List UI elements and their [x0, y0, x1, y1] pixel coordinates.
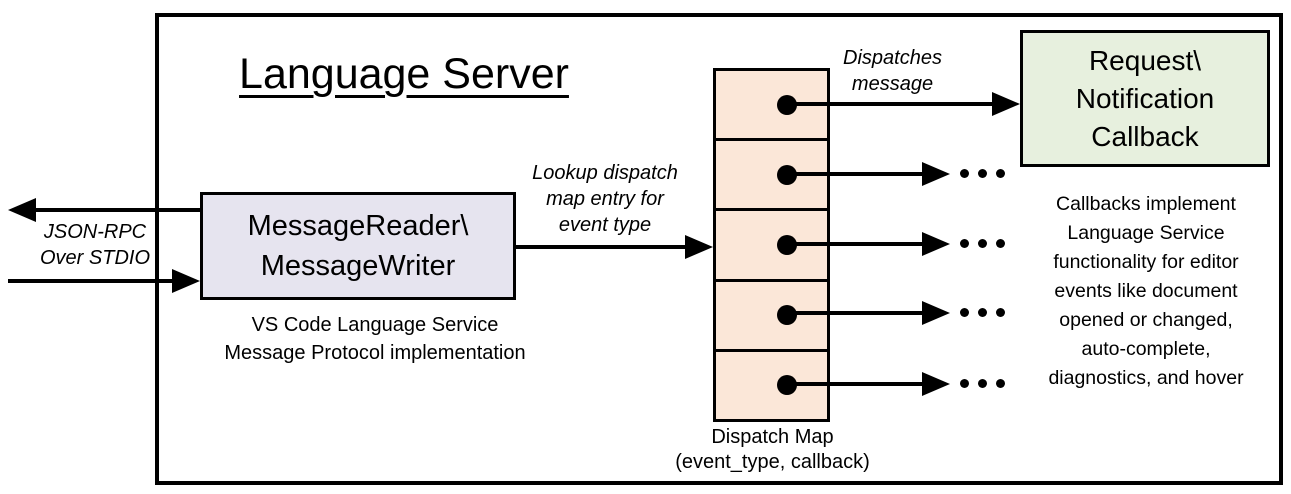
- stdio-label: JSON-RPC Over STDIO: [25, 219, 165, 271]
- lookup-arrowhead-icon: [685, 235, 713, 259]
- callback-caption-line1: Callbacks implement: [1056, 193, 1236, 215]
- ellipsis-icon: [960, 308, 1005, 317]
- dispatch-map-entry: [716, 71, 827, 142]
- callback-caption-line7: diagnostics, and hover: [1048, 367, 1244, 389]
- dispatch-arrowhead-icon: [992, 92, 1020, 116]
- callback-caption-line5: opened or changed,: [1059, 309, 1233, 331]
- request-notification-callback-box: Request\ Notification Callback: [1020, 30, 1270, 167]
- lookup-label-line2: map entry for: [546, 188, 664, 210]
- dispatch-arrow-line: [787, 311, 924, 315]
- dispatch-arrowhead-icon: [922, 232, 950, 256]
- lookup-arrow-line: [516, 245, 686, 249]
- reader-box-line2: MessageWriter: [260, 250, 456, 282]
- stdio-outbound-arrow-line: [34, 208, 200, 212]
- map-caption-line2: (event_type, callback): [675, 451, 870, 473]
- stdio-label-line1: JSON-RPC: [43, 221, 147, 243]
- callback-caption: Callbacks implement Language Service fun…: [1012, 190, 1280, 393]
- ellipsis-icon: [960, 169, 1005, 178]
- dispatch-map-entry: [716, 211, 827, 282]
- map-entry-dot-icon: [777, 305, 797, 326]
- stdio-inbound-arrowhead-icon: [172, 269, 200, 293]
- ellipsis-icon: [960, 379, 1005, 388]
- dispatch-map-entry: [716, 282, 827, 352]
- callback-caption-line2: Language Service: [1067, 222, 1225, 244]
- lookup-label: Lookup dispatch map entry for event type: [515, 160, 695, 238]
- dispatches-label-line1: Dispatches: [843, 47, 942, 69]
- lookup-label-line1: Lookup dispatch: [532, 162, 678, 184]
- reader-box-line1: MessageReader\: [247, 210, 469, 242]
- dispatch-arrow-line: [787, 242, 924, 246]
- callback-caption-line6: auto-complete,: [1081, 338, 1211, 360]
- stdio-label-line2: Over STDIO: [39, 247, 150, 269]
- message-reader-writer-box: MessageReader\ MessageWriter: [200, 192, 516, 300]
- dispatch-arrowhead-icon: [922, 301, 950, 325]
- reader-caption-line2: Message Protocol implementation: [224, 342, 526, 364]
- dispatches-label-line2: message: [851, 73, 934, 95]
- callback-caption-line3: functionality for editor: [1053, 251, 1239, 273]
- stdio-inbound-arrow-line: [8, 279, 174, 283]
- map-caption-line1: Dispatch Map: [711, 426, 834, 448]
- dispatch-arrowhead-icon: [922, 162, 950, 186]
- callback-box-line3: Callback: [1091, 120, 1199, 152]
- stdio-outbound-arrowhead-icon: [8, 198, 36, 222]
- dispatch-arrow-line: [787, 172, 924, 176]
- reader-caption-line1: VS Code Language Service: [251, 314, 499, 336]
- ellipsis-icon: [960, 239, 1005, 248]
- dispatch-map-caption: Dispatch Map (event_type, callback): [650, 425, 895, 475]
- dispatch-arrowhead-icon: [922, 372, 950, 396]
- callback-box-line2: Notification: [1075, 82, 1215, 114]
- diagram-title: Language Server: [239, 50, 569, 98]
- dispatch-arrow-line: [787, 382, 924, 386]
- dispatch-arrow-line: [787, 102, 992, 106]
- callback-caption-line4: events like document: [1054, 280, 1238, 302]
- lookup-label-line3: event type: [558, 214, 652, 236]
- dispatches-label: Dispatches message: [830, 45, 955, 97]
- callback-box-line1: Request\: [1088, 44, 1202, 76]
- dispatch-map-entry: [716, 141, 827, 212]
- reader-box-caption: VS Code Language Service Message Protoco…: [195, 311, 555, 367]
